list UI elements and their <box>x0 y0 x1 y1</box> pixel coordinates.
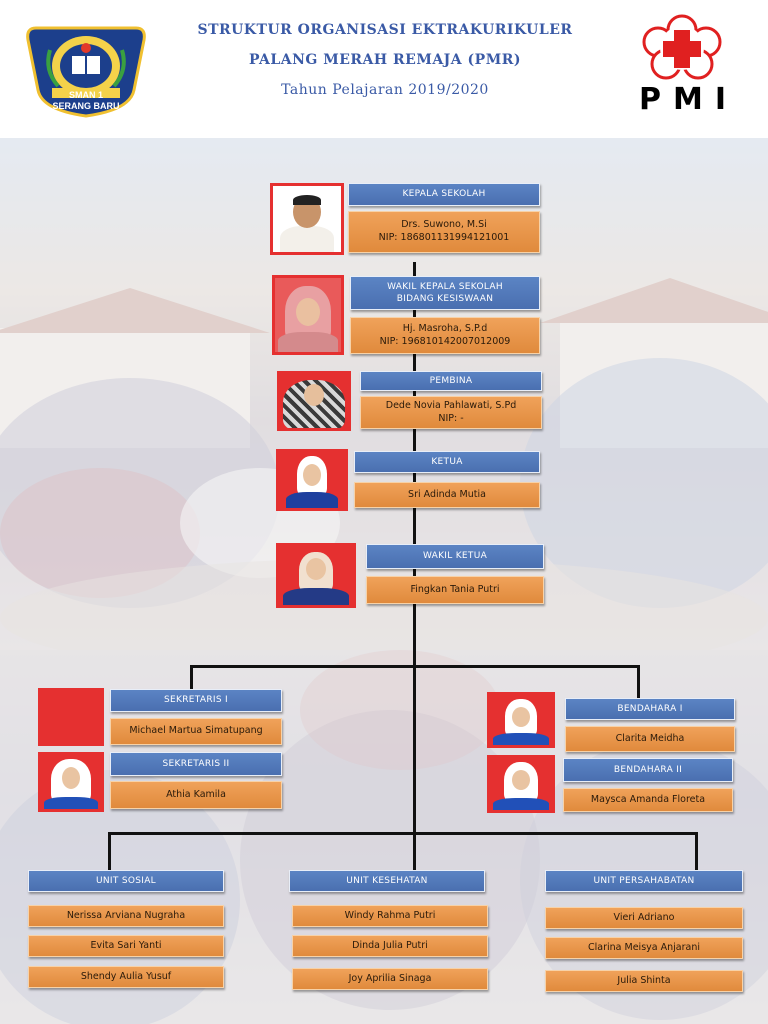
photo-wakil-ketua <box>276 543 356 608</box>
name-wakil-kepala-sekolah-text: Hj. Masroha, S.P.d <box>402 322 488 334</box>
name-bendahara-2-text: Maysca Amanda Floreta <box>590 793 706 805</box>
name-bendahara-1: Clarita Meidha <box>565 726 735 752</box>
unit-kesehatan-member-3-text: Joy Aprilia Sinaga <box>348 972 432 984</box>
unit-sosial-member-2: Evita Sari Yanti <box>28 935 224 957</box>
photo-kepala-sekolah <box>270 183 344 255</box>
name-sekretaris-1: Michael Martua Simatupang <box>110 718 282 745</box>
photo-pembina <box>277 371 351 431</box>
role-pembina: PEMBINA <box>360 371 542 391</box>
school-logo: SMAN 1 SERANG BARU <box>26 26 146 118</box>
unit-sosial-member-1: Nerissa Arviana Nugraha <box>28 905 224 927</box>
unit-sosial-member-2-text: Evita Sari Yanti <box>90 939 162 951</box>
nip-wakil-kepala-sekolah: NIP: 196810142007012009 <box>379 335 511 347</box>
title-line-2: PALANG MERAH REMAJA (PMR) <box>249 52 521 68</box>
pmi-logo: PMI <box>620 12 745 122</box>
connector-left-drop <box>190 665 193 691</box>
connector-center-drop <box>413 665 416 835</box>
unit-sosial-member-3-text: Shendy Aulia Yusuf <box>80 970 172 982</box>
role-kepala-sekolah: KEPALA SEKOLAH <box>348 183 540 206</box>
role-wakil-ketua: WAKIL KETUA <box>366 544 544 569</box>
name-bendahara-1-text: Clarita Meidha <box>615 732 685 744</box>
unit-persahabatan-member-1-text: Vieri Adriano <box>613 911 675 923</box>
nip-kepala-sekolah: NIP: 186801131994121001 <box>378 232 510 243</box>
photo-sekretaris-1 <box>38 688 104 746</box>
photo-sekretaris-2 <box>38 752 104 812</box>
unit-kesehatan-member-1: Windy Rahma Putri <box>292 905 488 927</box>
role-bendahara-2: BENDAHARA II <box>563 758 733 782</box>
connector-units-horizontal <box>108 832 698 835</box>
name-sekretaris-2: Athia Kamila <box>110 781 282 809</box>
pmi-logo-text: PMI <box>638 82 738 117</box>
name-wakil-kepala-sekolah: Hj. Masroha, S.P.d NIP: 1968101420070120… <box>350 317 540 354</box>
name-kepala-sekolah-text: Drs. Suwono, M.Si <box>401 219 487 231</box>
name-sekretaris-2-text: Athia Kamila <box>166 788 226 800</box>
name-wakil-ketua: Fingkan Tania Putri <box>366 576 544 604</box>
unit-kesehatan-member-2: Dinda Julia Putri <box>292 935 488 957</box>
unit-kesehatan-member-3: Joy Aprilia Sinaga <box>292 968 488 990</box>
red-cross-flower-icon <box>642 14 722 80</box>
role-wakil-kepala-sekolah: WAKIL KEPALA SEKOLAH BIDANG KESISWAAN <box>350 276 540 310</box>
role-wakil-kepala-sekolah-line1: WAKIL KEPALA SEKOLAH <box>387 281 503 292</box>
unit-persahabatan-member-2: Clarina Meisya Anjarani <box>545 937 743 959</box>
school-logo-text-line2: SERANG BARU <box>52 101 119 111</box>
nip-pembina: NIP: - <box>438 412 464 424</box>
school-logo-text-line1: SMAN 1 <box>69 90 103 100</box>
role-unit-sosial: UNIT SOSIAL <box>28 870 224 892</box>
connector-unit-right-drop <box>695 832 698 870</box>
role-wakil-kepala-sekolah-line2: BIDANG KESISWAAN <box>396 294 494 304</box>
name-bendahara-2: Maysca Amanda Floreta <box>563 788 733 812</box>
photo-bendahara-1 <box>487 692 555 748</box>
name-wakil-ketua-text: Fingkan Tania Putri <box>410 583 500 595</box>
page-header: SMAN 1 SERANG BARU STRUKTUR ORGANISASI E… <box>0 0 768 130</box>
unit-persahabatan-member-2-text: Clarina Meisya Anjarani <box>588 941 700 953</box>
title-line-3: Tahun Pelajaran 2019/2020 <box>281 82 489 98</box>
name-pembina: Dede Novia Pahlawati, S.Pd NIP: - <box>360 396 542 429</box>
photo-wakil-kepala-sekolah <box>272 275 344 355</box>
title-line-1: STRUKTUR ORGANISASI EKTRAKURIKULER <box>197 22 573 38</box>
name-pembina-text: Dede Novia Pahlawati, S.Pd <box>385 399 517 411</box>
photo-bendahara-2 <box>487 755 555 813</box>
role-bendahara-1: BENDAHARA I <box>565 698 735 720</box>
unit-persahabatan-member-3: Julia Shinta <box>545 970 743 992</box>
photo-ketua <box>276 449 348 511</box>
unit-persahabatan-member-1: Vieri Adriano <box>545 907 743 929</box>
unit-kesehatan-member-2-text: Dinda Julia Putri <box>352 939 428 951</box>
name-sekretaris-1-text: Michael Martua Simatupang <box>129 725 263 737</box>
role-ketua: KETUA <box>354 451 540 473</box>
unit-persahabatan-member-3-text: Julia Shinta <box>617 974 671 986</box>
role-unit-persahabatan: UNIT PERSAHABATAN <box>545 870 743 892</box>
connector-unit-center-drop <box>413 832 416 870</box>
name-ketua-text: Sri Adinda Mutia <box>408 488 486 500</box>
role-sekretaris-1: SEKRETARIS I <box>110 689 282 712</box>
unit-sosial-member-3: Shendy Aulia Yusuf <box>28 966 224 988</box>
unit-kesehatan-member-1-text: Windy Rahma Putri <box>344 909 436 921</box>
connector-unit-left-drop <box>108 832 111 870</box>
name-ketua: Sri Adinda Mutia <box>354 482 540 508</box>
name-kepala-sekolah: Drs. Suwono, M.Si NIP: 18680113199412100… <box>348 211 540 253</box>
role-unit-kesehatan: UNIT KESEHATAN <box>289 870 485 892</box>
unit-sosial-member-1-text: Nerissa Arviana Nugraha <box>66 909 186 921</box>
role-sekretaris-2: SEKRETARIS II <box>110 752 282 776</box>
connector-right-drop <box>637 665 640 701</box>
